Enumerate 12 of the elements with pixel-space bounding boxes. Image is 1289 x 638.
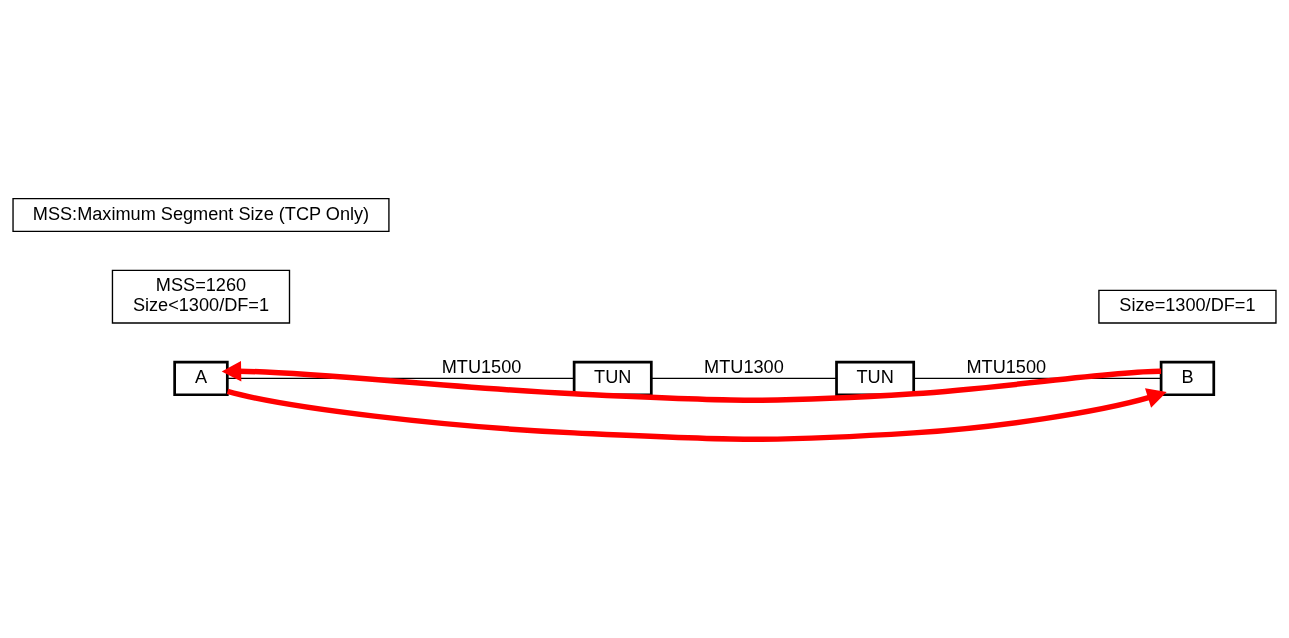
edge-label: MTU1500	[441, 356, 522, 377]
node-box: A	[173, 360, 229, 397]
node-box: B	[1159, 360, 1216, 397]
arrow	[226, 388, 1167, 442]
edge-label: MTU1300	[704, 356, 784, 377]
node-box: MSS=1260 Size<1300/DF=1	[111, 269, 291, 324]
connector	[650, 377, 837, 380]
node-box: MSS:Maximum Segment Size (TCP Only)	[12, 197, 390, 232]
node-box: TUN	[572, 360, 653, 397]
node-box: TUN	[835, 360, 916, 397]
edge-label: MTU1500	[966, 356, 1047, 377]
node-box: Size=1300/DF=1	[1098, 289, 1277, 324]
